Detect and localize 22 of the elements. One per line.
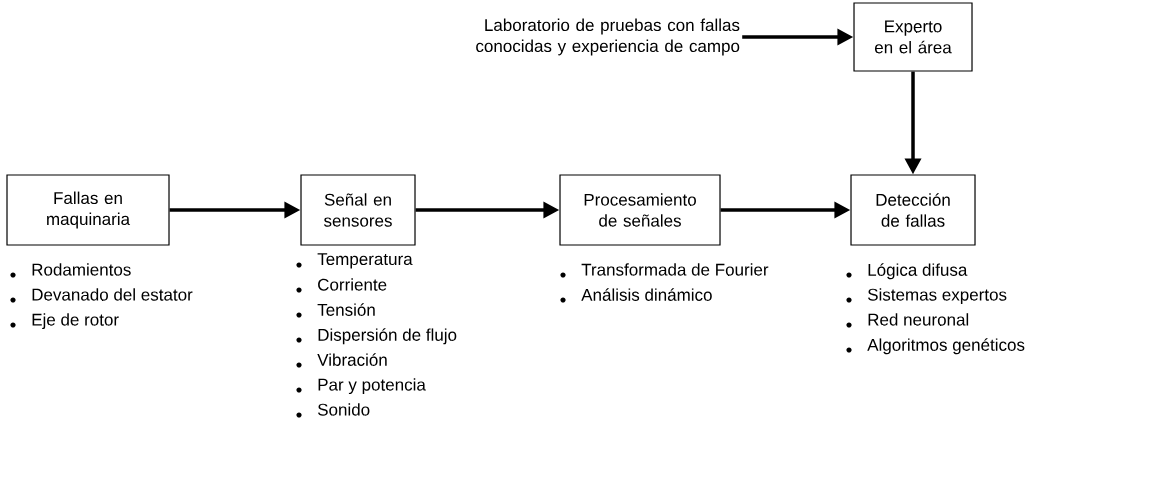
bullet-item: Análisis dinámico [581, 288, 712, 301]
process-box: Detección de fallas [850, 174, 976, 246]
bullet-item: Sistemas expertos [868, 288, 1007, 305]
bullet-item: Transformada de Fourier [581, 263, 769, 276]
process-box: Señal en sensores [300, 174, 416, 246]
bullet-item: Algoritmos genéticos [867, 338, 1025, 355]
bullet-item: Corriente [318, 278, 387, 291]
bullet-item: Rodamientos [32, 263, 131, 276]
process-box: Procesamiento de señales [559, 174, 721, 246]
bullet-item: Sonido [318, 403, 370, 416]
bullet-item: Tensión [317, 303, 375, 316]
bullet-item: Dispersión de flujo [318, 328, 457, 345]
source-text: Laboratorio de pruebas con fallas conocidas y experiencia de campo [476, 18, 740, 56]
process-box: Experto en el área [853, 2, 973, 72]
bullet-item: Red neuronal [868, 313, 969, 326]
bullet-item: Lógica difusa [868, 263, 968, 280]
bullet-item: Temperatura [317, 253, 413, 269]
bullet-item: Vibración [317, 353, 387, 366]
process-box: Fallas en maquinaria [6, 174, 170, 246]
bullet-item: Devanado del estator [32, 288, 193, 301]
bullet-item: Par y potencia [318, 378, 426, 395]
bullet-item: Eje de rotor [32, 313, 119, 330]
